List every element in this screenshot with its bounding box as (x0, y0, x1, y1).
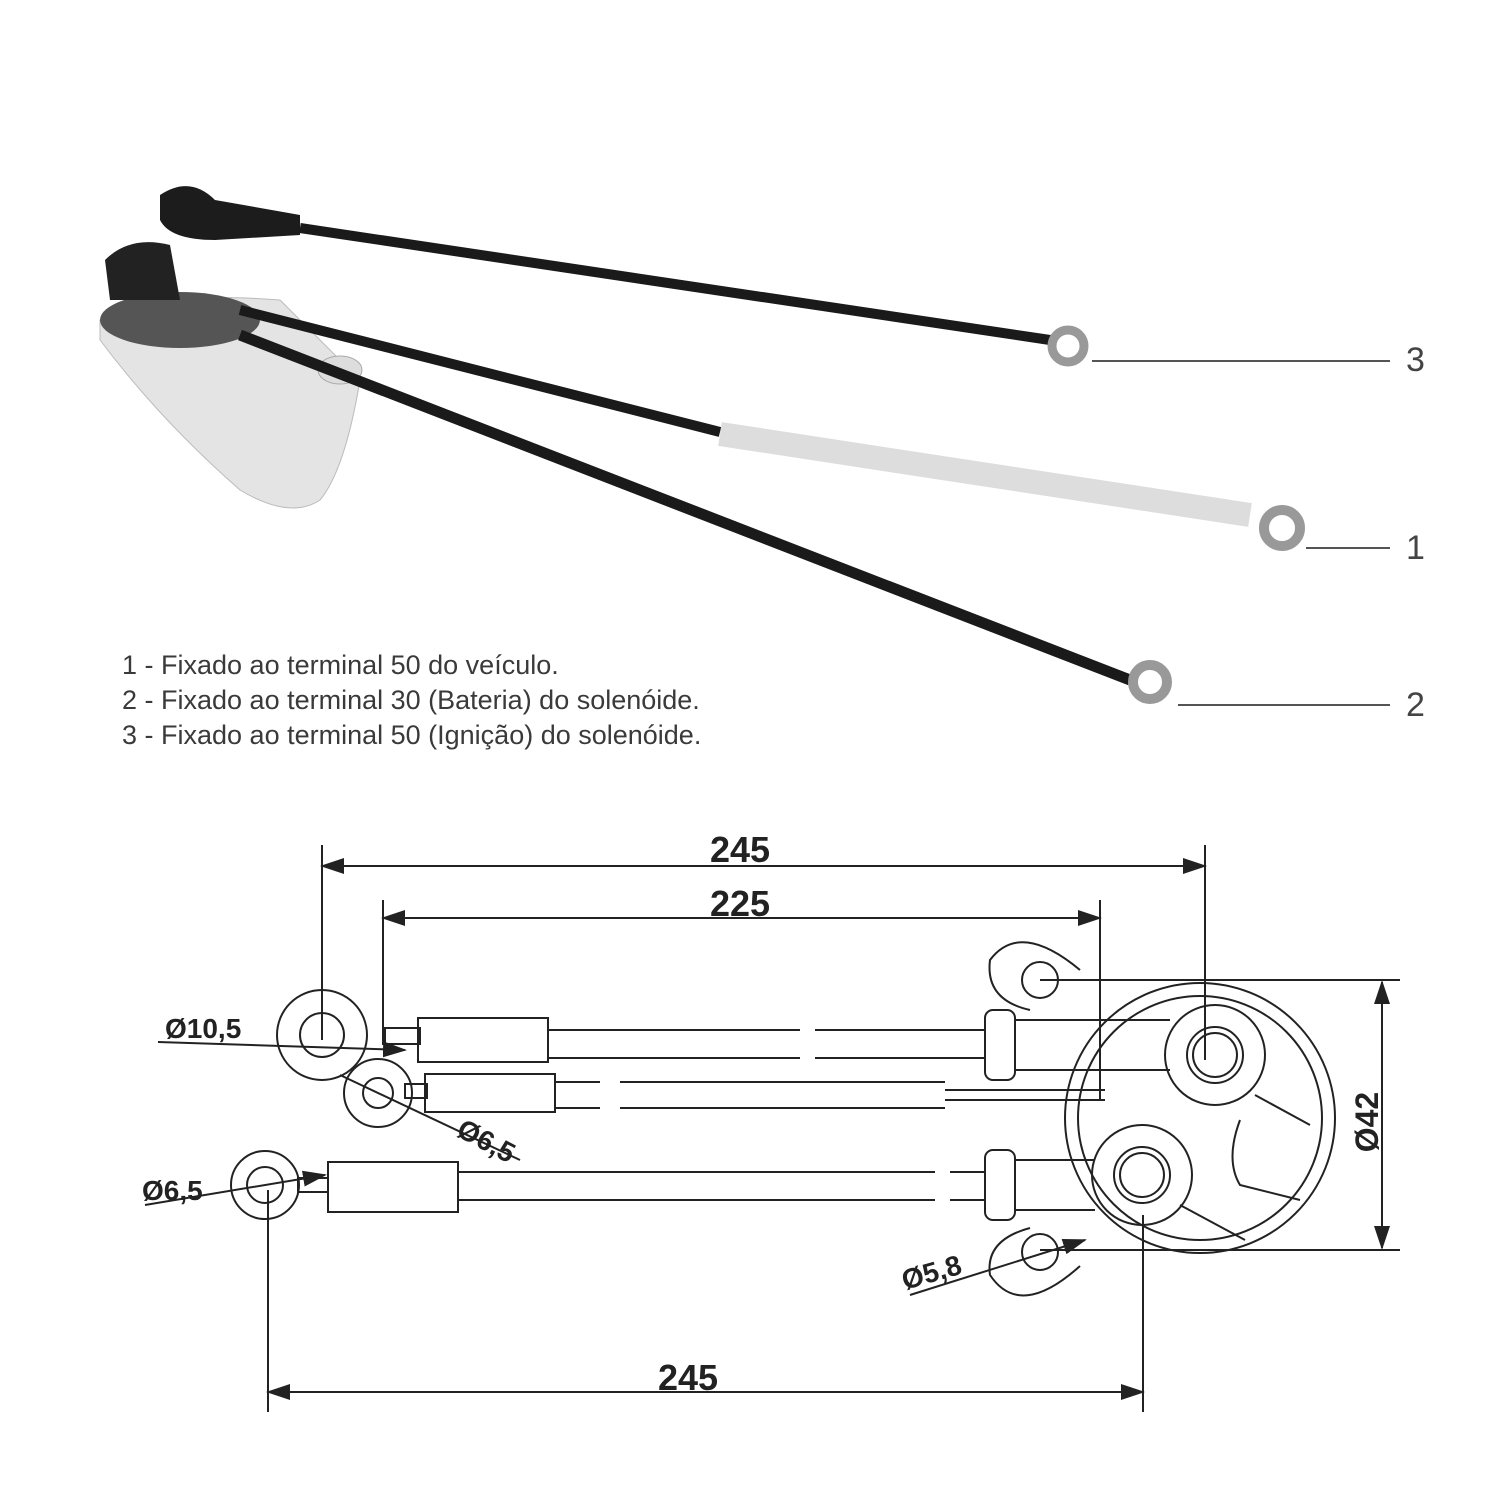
legend-item-2: 2 - Fixado ao terminal 30 (Bateria) do s… (122, 685, 700, 715)
cable-1 (238, 305, 722, 437)
ring-terminal-2 (1128, 660, 1172, 704)
technical-drawing (144, 845, 1400, 1412)
ring-lower (246, 1166, 284, 1204)
ring-terminal-1 (1259, 505, 1305, 551)
legend-item-1: 1 - Fixado ao terminal 50 do veículo. (122, 650, 559, 680)
cable-2 (238, 329, 1132, 686)
terminal-nut-bottom (1119, 1152, 1165, 1198)
mount-hole-bottom (1021, 1233, 1059, 1271)
mount-hole-top (1021, 961, 1059, 999)
ring-terminal-3 (1047, 325, 1089, 367)
dim-ring-large: Ø10,5 (165, 1013, 241, 1044)
dim-245-top: 245 (710, 829, 770, 870)
callout-3: 3 (1406, 341, 1425, 379)
legend-item-3: 3 - Fixado ao terminal 50 (Ignição) do s… (122, 720, 702, 750)
solenoid-photo (99, 186, 1390, 706)
ring-large (299, 1012, 345, 1058)
dim-225: 225 (710, 883, 770, 924)
dim-body-diameter: Ø42 (1349, 1092, 1385, 1152)
legend: 1 - Fixado ao terminal 50 do veículo. 2 … (122, 648, 701, 753)
dim-ring-lower: Ø6,5 (142, 1175, 203, 1206)
cable-3 (299, 223, 1051, 345)
terminal-nut-top (1192, 1032, 1238, 1078)
dim-ring-mid: Ø6,5 (452, 1113, 520, 1169)
cable-1-sleeve (718, 422, 1252, 527)
dim-245-bottom: 245 (658, 1357, 718, 1398)
callout-1: 1 (1406, 529, 1425, 567)
callout-2: 2 (1406, 686, 1425, 724)
ring-mid (362, 1077, 394, 1109)
solenoid-body (1064, 982, 1336, 1254)
